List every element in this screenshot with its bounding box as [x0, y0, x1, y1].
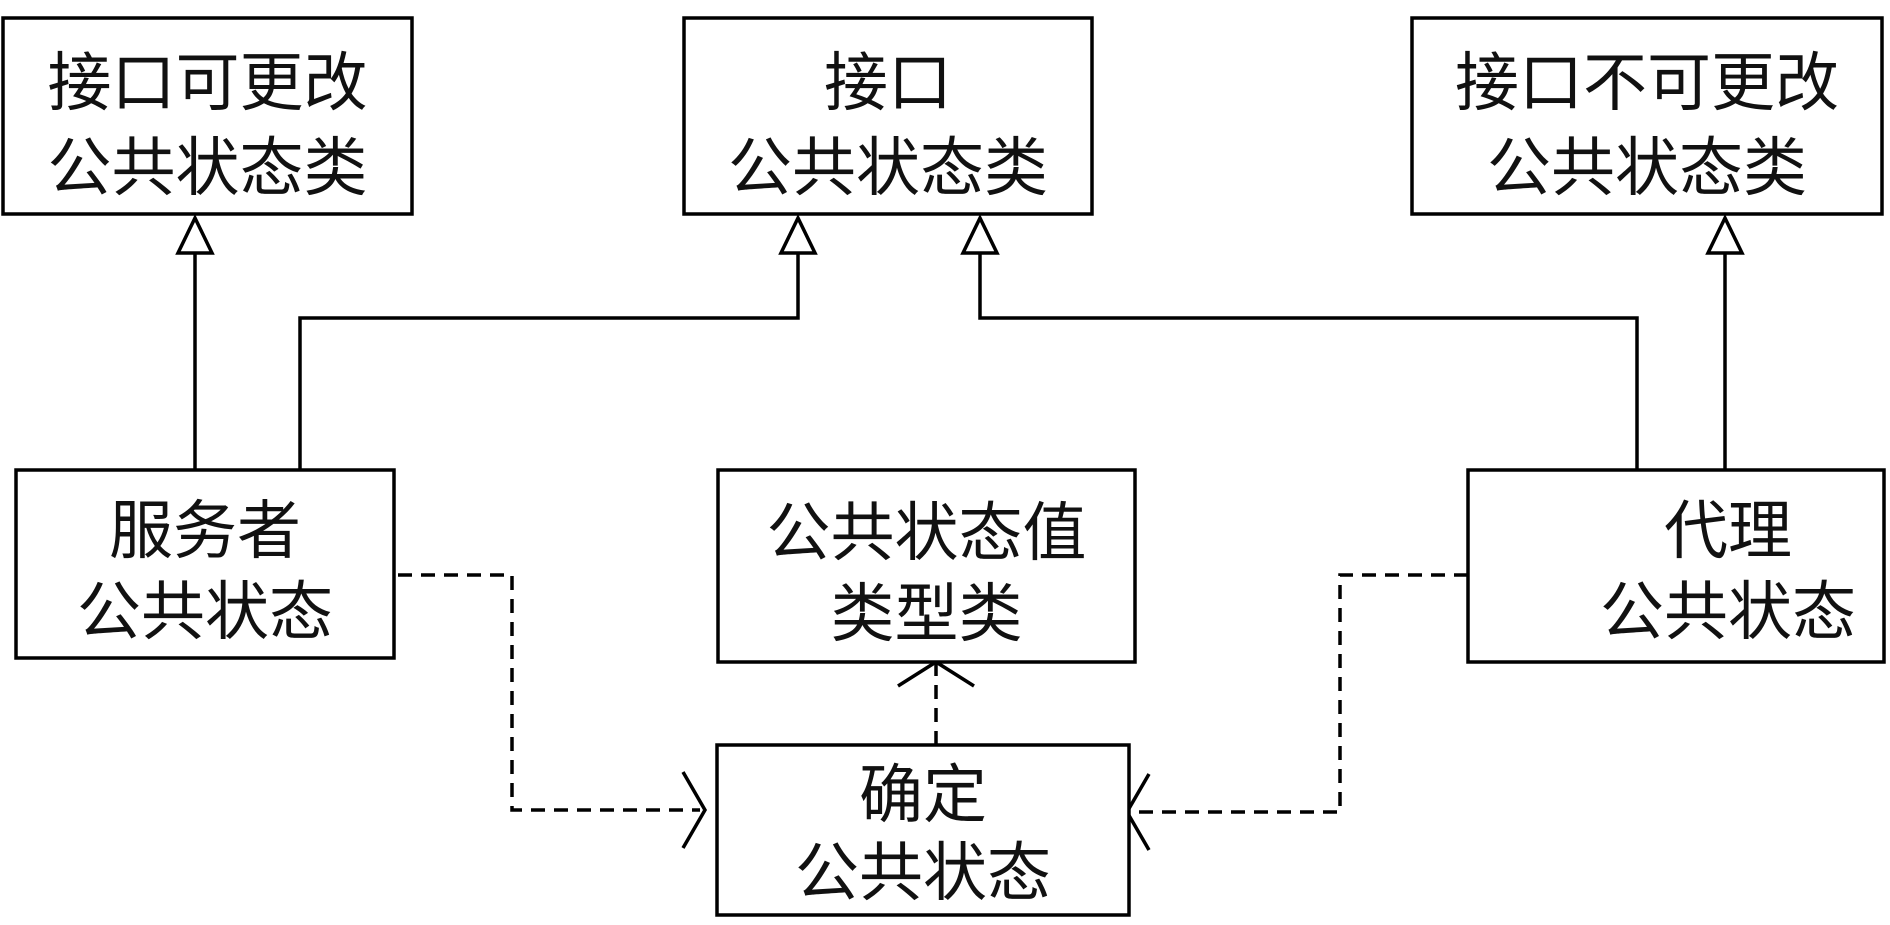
node-value-type-line2: 类型类	[831, 578, 1023, 652]
node-proxy-line2: 公共状态	[1600, 576, 1856, 650]
node-interface-line1: 接口	[824, 47, 952, 121]
node-value-type: 公共状态值 类型类	[716, 468, 1137, 664]
inheritance-arrowhead	[1705, 213, 1745, 255]
node-interface-line2: 公共状态类	[728, 132, 1048, 206]
edge-proxy-to-interface	[960, 213, 1639, 470]
edge-proxy-to-interface-immutable	[1705, 213, 1745, 470]
node-interface-immutable-line2: 公共状态类	[1487, 132, 1807, 206]
node-server-line1: 服务者	[109, 495, 301, 569]
node-determine-line1: 确定	[859, 759, 987, 833]
dependency-arrowhead	[681, 771, 708, 849]
node-proxy: 代理 公共状态	[1466, 468, 1886, 664]
edge-server-to-interface	[298, 213, 818, 470]
node-interface-mutable-line2: 公共状态类	[48, 132, 368, 206]
edge-server-to-interface-mutable	[175, 213, 215, 470]
node-interface-mutable: 接口可更改 公共状态类	[1, 16, 414, 216]
node-server-line2: 公共状态	[77, 576, 333, 650]
node-interface: 接口 公共状态类	[682, 16, 1094, 216]
node-proxy-line1: 代理	[1664, 495, 1792, 569]
node-value-type-line1: 公共状态值	[767, 497, 1087, 571]
node-determine-line2: 公共状态	[795, 837, 1051, 911]
edge-server-to-determine	[398, 573, 708, 849]
inheritance-arrowhead	[960, 213, 1000, 255]
edge-proxy-to-determine	[1124, 573, 1468, 851]
inheritance-arrowhead	[175, 213, 215, 255]
node-determine: 确定 公共状态	[715, 743, 1131, 917]
node-server: 服务者 公共状态	[14, 468, 396, 660]
node-interface-immutable: 接口不可更改 公共状态类	[1410, 16, 1884, 216]
inheritance-arrowhead	[778, 213, 818, 255]
node-interface-immutable-line1: 接口不可更改	[1455, 47, 1839, 121]
node-interface-mutable-line1: 接口可更改	[48, 47, 368, 121]
edge-determine-to-value-type	[897, 659, 975, 745]
